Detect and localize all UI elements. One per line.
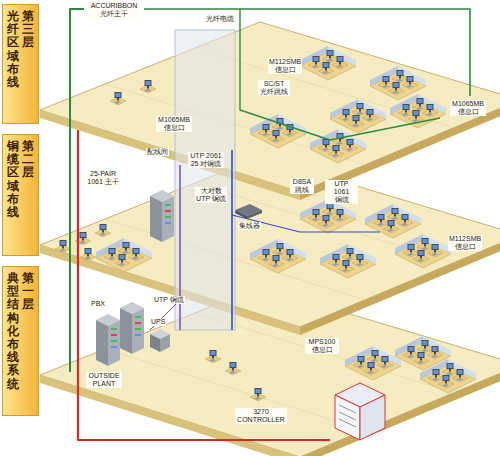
callout-label: 25-PAIR 1061 主干 <box>86 170 120 186</box>
floor-two <box>320 244 376 278</box>
floor-one <box>120 302 144 354</box>
ups-box <box>150 329 170 352</box>
riser-room <box>175 30 235 330</box>
floor-two <box>55 240 71 253</box>
ups-box <box>160 334 170 352</box>
distribution-frame <box>339 405 356 413</box>
layer-text: 第二层 <box>22 140 34 180</box>
floor-one <box>250 388 266 401</box>
ups-box <box>150 334 160 352</box>
floor-three <box>140 80 156 93</box>
floor-one <box>420 359 476 393</box>
callout-label: M1065MB 信息口 <box>450 100 486 116</box>
callout-label: ACCURIBBON 光纤主干 <box>88 2 140 18</box>
hub-box <box>247 210 262 219</box>
floor-two <box>395 234 451 268</box>
floor-three <box>40 22 500 200</box>
callout-label: MPS100 信息口 <box>305 338 339 354</box>
layer-band: 第一层典型结构化布线系统 <box>2 266 39 416</box>
layer-text: 光纤区域布线 <box>7 10 19 89</box>
callout-label: 光纤电缆 <box>205 15 235 23</box>
cable-runs <box>179 165 180 330</box>
cable-runs <box>232 215 380 232</box>
floor-one <box>96 314 120 366</box>
cable-runs <box>240 9 440 140</box>
floor-one <box>225 362 241 375</box>
callout-label: UPS <box>150 318 166 326</box>
callout-label: OUTSIDE PLANT <box>86 372 122 388</box>
callout-label: 3270 CONTROLLER <box>235 408 287 424</box>
distribution-frame <box>335 395 360 440</box>
callout-label: M1065MB 信息口 <box>156 116 192 132</box>
callout-label: UTP 1061 铜缆 <box>325 180 358 204</box>
callout-label: SC/ST 光纤跳线 <box>258 80 290 96</box>
callout-label: M112SMB 信息口 <box>448 235 482 251</box>
cable-runs <box>144 9 470 96</box>
callout-label: 大对数 UTP 铜缆 <box>195 187 227 203</box>
floor-one <box>205 350 221 363</box>
distribution-frame <box>339 419 356 427</box>
layer-text: 铜缆区域布线 <box>7 140 19 219</box>
floor-two <box>80 248 96 261</box>
layer-band: 第二层铜缆区域布线 <box>2 134 39 256</box>
floor-one <box>345 346 401 380</box>
floor-three <box>110 92 126 105</box>
callout-label: 配线间 <box>146 148 169 156</box>
cable-runs <box>70 9 470 440</box>
floor-three <box>330 99 386 133</box>
cable-runs <box>150 300 180 330</box>
callout-label: UTP 2061 25 对铜缆 <box>188 152 224 168</box>
floor-two <box>95 224 111 237</box>
callout-label: PBX <box>90 300 106 308</box>
callout-label: UTP 铜缆 <box>153 296 185 304</box>
distribution-frame <box>360 395 385 440</box>
distribution-frame <box>339 412 356 420</box>
floor-two <box>96 238 152 272</box>
distribution-frame <box>335 383 385 440</box>
layer-text: 第三层 <box>22 10 34 50</box>
floor-two <box>365 204 421 238</box>
floor-two <box>250 239 306 273</box>
cable-runs <box>78 130 330 440</box>
callout-label: 集线器 <box>238 222 261 230</box>
floor-three <box>250 114 306 148</box>
callout-label: D8SA 跳线 <box>290 178 314 194</box>
layer-text: 典型结构化布线系统 <box>7 272 19 391</box>
layer-band: 第三层光纤区域布线 <box>2 4 39 124</box>
callout-label: M112SMB 信息口 <box>268 58 302 74</box>
floor-two <box>150 190 174 242</box>
cable-runs <box>231 150 233 330</box>
floor-three <box>40 22 500 200</box>
layer-text: 第一层 <box>22 272 34 312</box>
riser-room <box>175 30 235 330</box>
floor-three <box>300 46 356 80</box>
